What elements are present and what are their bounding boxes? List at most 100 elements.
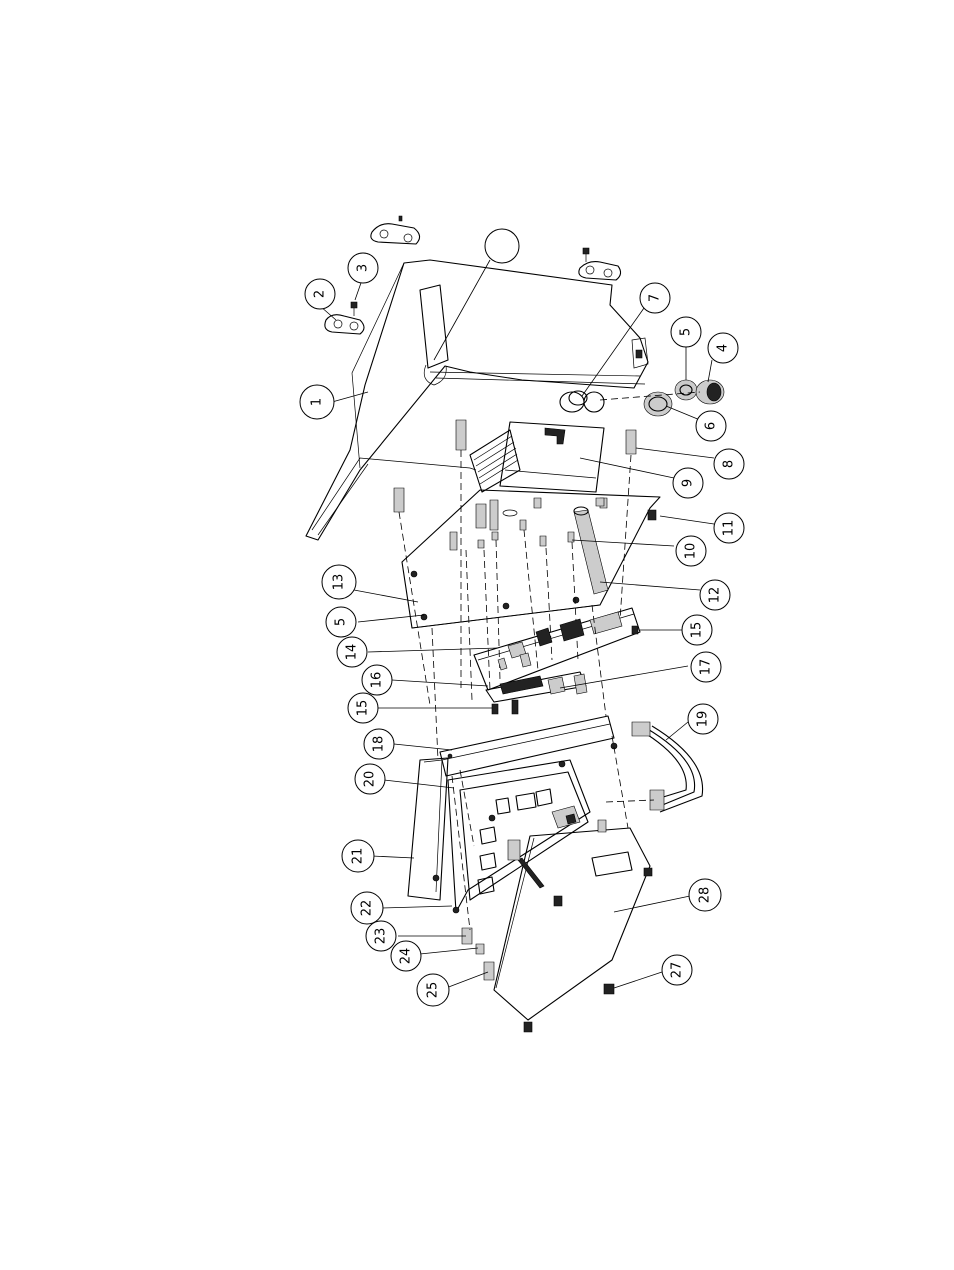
balloon-number: 20 [363,771,378,788]
balloon-6: 6 [695,410,727,442]
balloon-circle [347,692,379,724]
balloon-number: 15 [356,700,371,717]
balloon-circle [484,228,520,264]
balloon-17: 17 [690,651,722,683]
heat-sink [469,429,521,493]
balloon-circle [354,763,386,795]
balloon-circle [341,839,375,873]
balloon-number: 18 [372,736,387,753]
balloon-21: 21 [341,839,375,873]
ribbon-cable [605,721,704,813]
balloon-circle [639,282,671,314]
balloon-9: 9 [672,467,704,499]
balloon-19: 19 [687,703,719,735]
balloon-number: 11 [722,520,737,537]
balloon-number: 25 [426,982,441,999]
balloon-11: 11 [713,512,745,544]
balloon-number: 13 [332,574,347,591]
balloon-circle [670,316,702,348]
balloon-circle [699,579,731,611]
balloon-4: 4 [707,332,739,364]
balloon-number: 10 [684,543,699,560]
standoffs [393,419,637,706]
balloon-15: 15 [681,614,713,646]
balloon-circle [361,664,393,696]
balloon-circle [707,332,739,364]
balloon-number: 19 [696,711,711,728]
assembly-lines [431,604,629,931]
balloon-number: 4 [716,344,731,352]
balloon-blank [484,228,520,264]
balloon-circle [325,606,357,638]
balloon-number: 15 [690,622,705,639]
control-pcb-assembly [473,607,641,715]
balloon-number: 8 [722,460,737,468]
rear-panel [407,757,449,901]
balloon-12: 12 [699,579,731,611]
balloon-circle [304,278,336,310]
balloon-circle [350,891,384,925]
balloon-circle [661,954,693,986]
balloon-number: 23 [374,928,389,945]
balloon-28: 28 [688,878,722,912]
balloon-number: 24 [399,948,414,965]
balloon-8: 8 [713,448,745,480]
balloon-number: 17 [699,659,714,676]
balloon-circle [363,728,395,760]
balloon-23: 23 [365,920,397,952]
balloon-circle [672,467,704,499]
balloon-24: 24 [390,940,422,972]
balloon-circle [681,614,713,646]
circular-connectors [559,379,725,417]
balloon-25: 25 [416,973,450,1007]
balloon-circle [675,535,707,567]
enclosure-housing [305,259,649,541]
balloon-number: 7 [648,294,663,302]
balloon-number: 28 [698,887,713,904]
balloon-number: 2 [313,290,328,298]
leader-lines [319,259,715,989]
balloon-circle [390,940,422,972]
balloon-27: 27 [661,954,693,986]
hinge-bracket [439,715,618,777]
balloon-13: 13 [321,564,357,600]
balloon-circle [713,512,745,544]
balloon-circle [416,973,450,1007]
balloon-14: 14 [336,636,368,668]
balloon-number: 6 [704,422,719,430]
item-balloons: 1234567891011121351415161517181920212223… [299,228,745,1007]
balloon-circle [695,410,727,442]
balloon-number: 22 [360,900,375,917]
balloon-1: 1 [299,384,335,420]
power-pcb [499,421,605,493]
balloon-2: 2 [304,278,336,310]
balloon-circle [687,703,719,735]
mounting-bracket-top [370,215,622,281]
balloon-number: 1 [310,398,325,406]
chassis-plate [401,489,661,701]
balloon-number: 12 [708,587,723,604]
balloon-5: 5 [325,606,357,638]
balloon-number: 27 [670,962,685,979]
balloon-10: 10 [675,535,707,567]
balloon-16: 16 [361,664,393,696]
balloon-number: 3 [356,264,371,272]
balloon-circle [690,651,722,683]
balloon-number: 14 [345,644,360,661]
balloon-number: 16 [370,672,385,689]
balloon-circle [713,448,745,480]
balloon-18: 18 [363,728,395,760]
balloon-number: 9 [681,479,696,487]
balloon-3: 3 [347,252,379,284]
balloon-number: 21 [351,848,366,865]
balloon-20: 20 [354,763,386,795]
balloon-7: 7 [639,282,671,314]
balloon-circle [688,878,722,912]
balloon-circle [336,636,368,668]
mounting-clip [324,301,365,335]
balloon-circle [347,252,379,284]
balloon-number: 5 [679,328,694,336]
balloon-circle [365,920,397,952]
